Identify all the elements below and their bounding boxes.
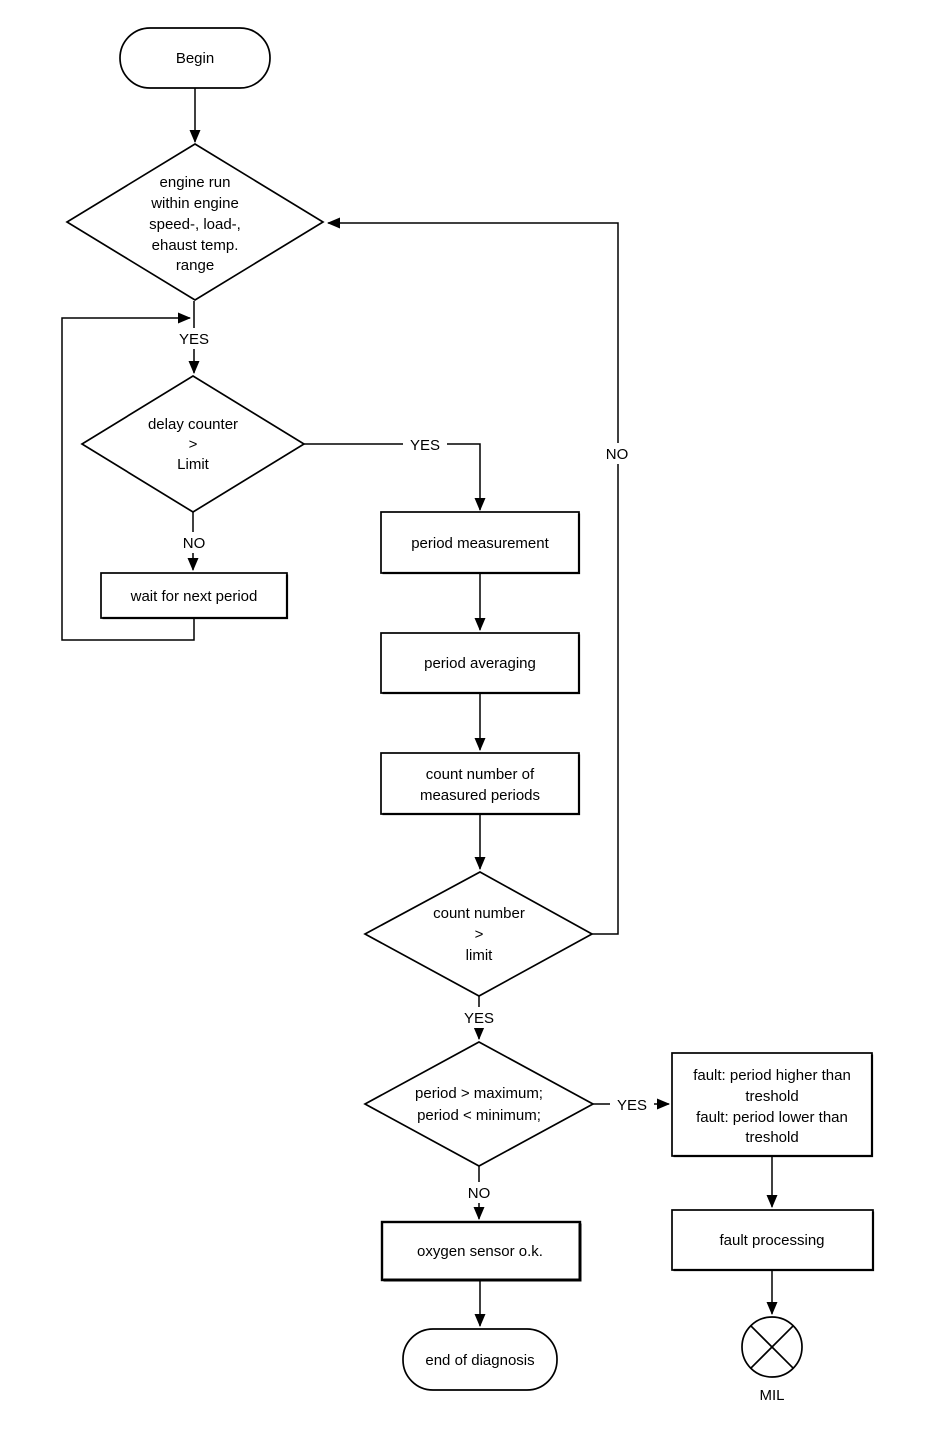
fault-processing-label: fault processing (719, 1232, 824, 1249)
node-period-measurement: period measurement (380, 511, 581, 575)
count-measured-periods-shadow (382, 754, 581, 816)
engine-run-decision-line: ehaust temp. (152, 237, 239, 254)
count-number-decision-line: count number (433, 905, 525, 922)
end-terminator-outline (402, 1328, 558, 1391)
wait-for-next-period-outline (100, 572, 288, 619)
count-number-decision-line: limit (466, 947, 493, 964)
edge-label-delay-yes: YES (403, 434, 447, 455)
count-number-decision-outline (363, 871, 594, 997)
period-averaging-shadow (382, 634, 581, 695)
node-count-number-decision: count number > limit (363, 871, 594, 997)
node-end-terminator: end of diagnosis (402, 1328, 558, 1391)
edge-label-bg (457, 1007, 501, 1028)
connectors (61, 88, 778, 1327)
fault-processing-shadow (673, 1211, 875, 1272)
mil-label: MIL (759, 1387, 784, 1404)
edge-label-text: NO (606, 446, 629, 463)
oxygen-sensor-ok-outline (380, 1220, 582, 1282)
engine-run-decision-line: within engine (150, 195, 239, 212)
edge-label-bg (600, 443, 634, 464)
node-count-measured-periods: count number of measured periods (380, 752, 581, 816)
delay-counter-decision-line: Limit (177, 456, 210, 473)
edge-label-bg (462, 1182, 496, 1203)
period-measurement-shadow (382, 513, 581, 575)
end-terminator-label: end of diagnosis (425, 1352, 534, 1369)
edge-label-delay-no: NO (177, 532, 211, 553)
wait-for-next-period-label: wait for next period (130, 588, 258, 605)
fault-thresholds-line: fault: period higher than (693, 1067, 851, 1084)
fault-processing-outline (671, 1209, 874, 1271)
edge-label-engine-no: NO (600, 443, 634, 464)
edge-label-period-no: NO (462, 1182, 496, 1203)
fault-thresholds-line: fault: period lower than (696, 1109, 848, 1126)
edge-label-bg (172, 328, 216, 349)
edge-label-count-yes: YES (457, 1007, 501, 1028)
edge-label-bg (403, 434, 447, 455)
connector-wait-loopback (61, 312, 195, 641)
edge-label-engine-yes: YES (172, 328, 216, 349)
period-averaging-outline (380, 632, 580, 694)
edge-label-text: YES (410, 437, 440, 454)
period-range-decision-line: period < minimum; (417, 1107, 541, 1124)
node-oxygen-sensor-ok: oxygen sensor o.k. (380, 1220, 582, 1282)
edge-label-bg (177, 532, 211, 553)
edge-label-text: YES (179, 331, 209, 348)
connector-count-no-feedback-to-engine-check (327, 217, 619, 935)
period-measurement-label: period measurement (411, 535, 549, 552)
oxygen-sensor-ok-shadow (383, 1223, 582, 1282)
fault-thresholds-line: treshold (745, 1088, 798, 1105)
edge-label-bg (610, 1094, 654, 1115)
wait-for-next-period-shadow (102, 574, 289, 620)
engine-run-decision-outline (65, 143, 325, 301)
fault-thresholds-line: treshold (745, 1129, 798, 1146)
oxygen-sensor-ok-label: oxygen sensor o.k. (417, 1243, 543, 1260)
fault-thresholds-shadow (673, 1054, 874, 1158)
engine-run-decision-line: engine run (160, 174, 231, 191)
edge-label-text: NO (468, 1185, 491, 1202)
node-mil-indicator: MIL (741, 1316, 803, 1404)
connector-delay-yes-to-period-measurement (304, 443, 486, 511)
begin-terminator-outline (119, 27, 271, 89)
node-engine-run-decision: engine run within engine speed-, load-, … (65, 143, 325, 301)
delay-counter-decision-outline (80, 375, 306, 513)
node-wait-for-next-period: wait for next period (100, 572, 289, 620)
period-averaging-label: period averaging (424, 655, 536, 672)
edge-label-text: YES (464, 1010, 494, 1027)
edge-label-period-yes: YES (610, 1094, 654, 1115)
node-fault-thresholds: fault: period higher than treshold fault… (671, 1052, 874, 1158)
node-begin-terminator: Begin (119, 27, 271, 89)
count-measured-periods-outline (380, 752, 580, 815)
period-range-decision-outline (363, 1041, 595, 1167)
delay-counter-decision-line: > (189, 436, 198, 453)
count-measured-periods-line: count number of (426, 766, 535, 783)
count-measured-periods-line: measured periods (420, 787, 540, 804)
node-fault-processing: fault processing (671, 1209, 875, 1272)
node-period-range-decision: period > maximum; period < minimum; (363, 1041, 595, 1167)
begin-label: Begin (176, 50, 214, 67)
delay-counter-decision-line: delay counter (148, 416, 238, 433)
edge-label-text: NO (183, 535, 206, 552)
count-number-decision-line: > (475, 926, 484, 943)
edge-label-text: YES (617, 1097, 647, 1114)
mil-indicator-cross (750, 1325, 794, 1369)
period-range-decision-line: period > maximum; (415, 1085, 543, 1102)
node-delay-counter-decision: delay counter > Limit (80, 375, 306, 513)
engine-run-decision-line: range (176, 257, 214, 274)
engine-run-decision-line: speed-, load-, (149, 216, 241, 233)
period-measurement-outline (380, 511, 580, 574)
node-period-averaging: period averaging (380, 632, 581, 695)
